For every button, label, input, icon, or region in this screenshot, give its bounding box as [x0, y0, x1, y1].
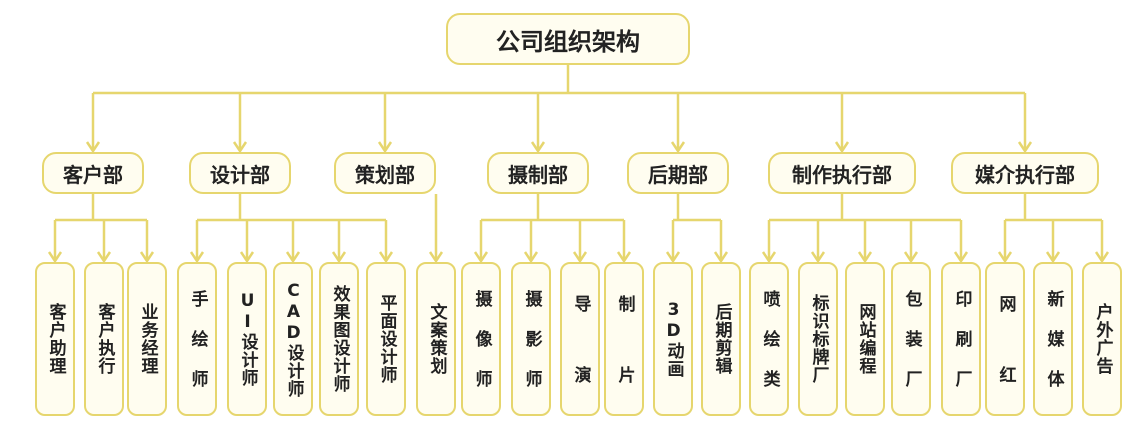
- role-node: 网红: [985, 262, 1025, 416]
- department-node: 制作执行部: [768, 152, 916, 194]
- department-arrow: [1017, 141, 1033, 153]
- role-arrow: [473, 251, 489, 263]
- role-node: 3D动画: [653, 262, 693, 416]
- role-node: 新媒体: [1033, 262, 1073, 416]
- role-arrow: [953, 251, 969, 263]
- department-arrow: [232, 141, 248, 153]
- role-node: 摄影师: [511, 262, 551, 416]
- role-arrow: [239, 251, 255, 263]
- department-arrow: [85, 141, 101, 153]
- role-arrow: [903, 251, 919, 263]
- department-node: 后期部: [627, 152, 729, 194]
- role-node: 喷绘类: [749, 262, 789, 416]
- role-node: CAD设计师: [273, 262, 313, 416]
- role-node: 包装厂: [891, 262, 931, 416]
- role-arrow: [997, 251, 1013, 263]
- department-arrow: [834, 141, 850, 153]
- role-node: 平面设计师: [366, 262, 406, 416]
- role-node: UI设计师: [227, 262, 267, 416]
- role-arrow: [331, 251, 347, 263]
- role-arrow: [616, 251, 632, 263]
- role-arrow: [428, 251, 444, 263]
- role-arrow: [189, 251, 205, 263]
- root-node: 公司组织架构: [446, 13, 690, 65]
- role-node: 导演: [560, 262, 600, 416]
- role-arrow: [96, 251, 112, 263]
- role-node: 业务经理: [127, 262, 167, 416]
- role-arrow: [665, 251, 681, 263]
- role-node: 印刷厂: [941, 262, 981, 416]
- role-node: 摄像师: [461, 262, 501, 416]
- department-node: 客户部: [42, 152, 144, 194]
- role-arrow: [857, 251, 873, 263]
- role-arrow: [47, 251, 63, 263]
- department-node: 设计部: [189, 152, 291, 194]
- department-arrow: [377, 141, 393, 153]
- department-node: 摄制部: [487, 152, 589, 194]
- role-node: 网站编程: [845, 262, 885, 416]
- role-arrow: [139, 251, 155, 263]
- role-arrow: [1094, 251, 1110, 263]
- department-arrow: [530, 141, 546, 153]
- role-node: 手绘师: [177, 262, 217, 416]
- role-node: 后期剪辑: [701, 262, 741, 416]
- role-node: 户外广告: [1082, 262, 1122, 416]
- role-arrow: [523, 251, 539, 263]
- role-node: 标识标牌厂: [798, 262, 838, 416]
- role-arrow: [1045, 251, 1061, 263]
- role-arrow: [810, 251, 826, 263]
- role-arrow: [713, 251, 729, 263]
- role-node: 文案策划: [416, 262, 456, 416]
- department-node: 策划部: [334, 152, 436, 194]
- role-arrow: [761, 251, 777, 263]
- role-arrow: [378, 251, 394, 263]
- role-node: 客户助理: [35, 262, 75, 416]
- department-node: 媒介执行部: [951, 152, 1099, 194]
- role-arrow: [572, 251, 588, 263]
- role-arrow: [285, 251, 301, 263]
- role-node: 客户执行: [84, 262, 124, 416]
- department-arrow: [670, 141, 686, 153]
- role-node: 制片: [604, 262, 644, 416]
- role-node: 效果图设计师: [319, 262, 359, 416]
